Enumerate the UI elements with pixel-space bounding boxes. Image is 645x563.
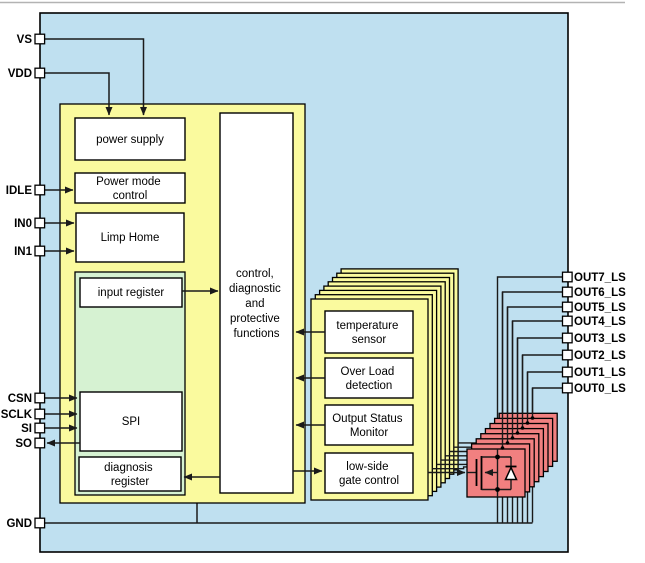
input-register-block: input register [79,277,183,308]
svg-text:OUT6_LS: OUT6_LS [574,287,626,299]
body-diode-icon [504,457,518,490]
pin-out2-ls: OUT2_LS [561,349,626,362]
svg-text:low-side gate control: low-side gate control [339,461,399,487]
pin-out7-ls: OUT7_LS [561,271,626,284]
pin-vs: VS [17,33,46,46]
pin-si: SI [21,422,46,435]
svg-text:input register: input register [98,287,165,299]
svg-text:control, diagnostic: control, diagnostic and protective funct… [229,268,284,340]
svg-text:Power mode control: Power mode control [96,176,164,202]
svg-text:IN1: IN1 [14,246,33,258]
svg-text:VDD: VDD [8,68,32,80]
spi-block: SPI [79,391,183,452]
pin-out6-ls: OUT6_LS [561,286,626,299]
svg-text:SO: SO [15,438,32,450]
svg-text:OUT5_LS: OUT5_LS [574,302,626,314]
svg-text:IN0: IN0 [14,218,32,230]
temperature-sensor-block: temperature sensor [324,310,414,354]
control-label-line4: protective [230,313,280,325]
pin-gnd: GND [6,517,46,530]
mosfet-symbol [467,449,518,497]
svg-text:SCLK: SCLK [1,409,33,421]
pin-out1-ls: OUT1_LS [561,366,626,379]
svg-text:OUT0_LS: OUT0_LS [574,383,626,395]
svg-text:SI: SI [21,423,32,435]
pin-so: SO [15,437,46,450]
overload-detection-block: Over Load detection [324,357,414,399]
svg-text:SPI: SPI [122,416,141,428]
power-mode-control-block: Power mode control [74,172,186,204]
low-side-gate-control-block: low-side gate control [324,452,414,494]
svg-text:temperature sensor: temperature sensor [336,320,401,346]
pin-vdd: VDD [8,67,46,80]
gnd-bus [44,502,533,524]
svg-text:Output Status Monitor: Output Status Monitor [332,413,406,439]
output-stage-stack [466,412,558,498]
limp-home-block: Limp Home [75,212,185,263]
pin-out5-ls: OUT5_LS [561,301,626,314]
svg-text:IDLE: IDLE [6,185,33,197]
svg-text:OUT4_LS: OUT4_LS [574,316,626,328]
output-status-monitor-block: Output Status Monitor [324,404,414,446]
diagnosis-register-block: diagnosis register [78,456,182,492]
pin-sclk: SCLK [1,408,46,421]
vdd-wire [45,72,113,116]
control-label-line1: control, [236,268,274,280]
pin-csn: CSN [8,392,46,405]
pin-out4-ls: OUT4_LS [561,315,626,328]
svg-text:GND: GND [6,518,32,530]
svg-text:OUT2_LS: OUT2_LS [574,350,626,362]
control-block: control, diagnostic and protective funct… [219,112,294,494]
svg-text:Over Load detection: Over Load detection [341,366,398,392]
svg-text:Limp Home: Limp Home [101,232,160,244]
control-label-line5: functions [233,328,279,340]
svg-text:power supply: power supply [96,134,164,146]
svg-text:VS: VS [17,34,33,46]
pin-out3-ls: OUT3_LS [561,332,626,345]
pin-out0-ls: OUT0_LS [561,382,626,395]
vs-wire [45,38,147,116]
pin-in0: IN0 [14,217,46,230]
svg-text:OUT1_LS: OUT1_LS [574,367,626,379]
pin-idle: IDLE [6,184,46,197]
svg-text:diagnosis register: diagnosis register [104,462,156,488]
power-supply-block: power supply [74,117,186,161]
source-node-dot [495,487,500,492]
pin-in1: IN1 [14,245,46,258]
control-label-line2: diagnostic [229,283,281,295]
output-wires-over [500,292,535,450]
svg-text:OUT3_LS: OUT3_LS [574,333,626,345]
svg-text:OUT7_LS: OUT7_LS [574,272,626,284]
svg-text:CSN: CSN [8,393,32,405]
drain-node-dot [495,454,500,460]
control-label-line3: and [245,298,264,310]
